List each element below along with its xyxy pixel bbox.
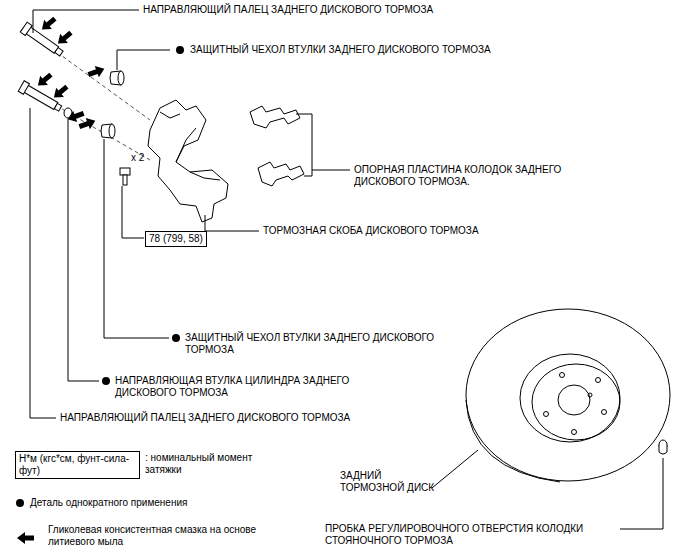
part-label: ЗАЩИТНЫЙ ЧЕХОЛ ВТУЛКИ ЗАДНЕГО ДИСКОВОГО … xyxy=(185,332,470,356)
part-label: ЗАЩИТНЫЙ ЧЕХОЛ ВТУЛКИ ЗАДНЕГО ДИСКОВОГО … xyxy=(190,44,491,56)
part-label: НАПРАВЛЯЮЩАЯ ВТУЛКА ЦИЛИНДРА ЗАДНЕГО ДИС… xyxy=(115,375,390,399)
box-text: Н*м (кгс*см, фунт-сила-фут) xyxy=(19,453,136,477)
part-label: ПРОБКА РЕГУЛИРОВОЧНОГО ОТВЕРСТИЯ КОЛОДКИ… xyxy=(325,523,615,547)
part-label: НАПРАВЛЯЮЩИЙ ПАЛЕЦ ЗАДНЕГО ДИСКОВОГО ТОР… xyxy=(143,4,433,16)
legend-text: Деталь однократного применения xyxy=(30,497,187,509)
box-text: 78 (799, 58) xyxy=(149,233,203,245)
legend-note: : номинальный момент затяжки xyxy=(145,452,270,476)
part-label: ОПОРНАЯ ПЛАСТИНА КОЛОДОК ЗАДНЕГО ДИСКОВО… xyxy=(354,164,584,188)
part-label: ЗАДНИЙ ТОРМОЗНОЙ ДИСК xyxy=(340,470,440,494)
torque-box: 78 (799, 58) xyxy=(145,231,207,247)
part-label: ТОРМОЗНАЯ СКОБА ДИСКОВОГО ТОРМОЗА xyxy=(263,225,479,237)
quantity-label: x 2 xyxy=(131,152,144,164)
part-label: НАПРАВЛЯЮЩИЙ ПАЛЕЦ ЗАДНЕГО ДИСКОВОГО ТОР… xyxy=(60,412,350,424)
legend-text: Гликолевая консистентная смазка на основ… xyxy=(48,524,288,548)
legend-box: Н*м (кгс*см, фунт-сила-фут) xyxy=(15,451,140,479)
